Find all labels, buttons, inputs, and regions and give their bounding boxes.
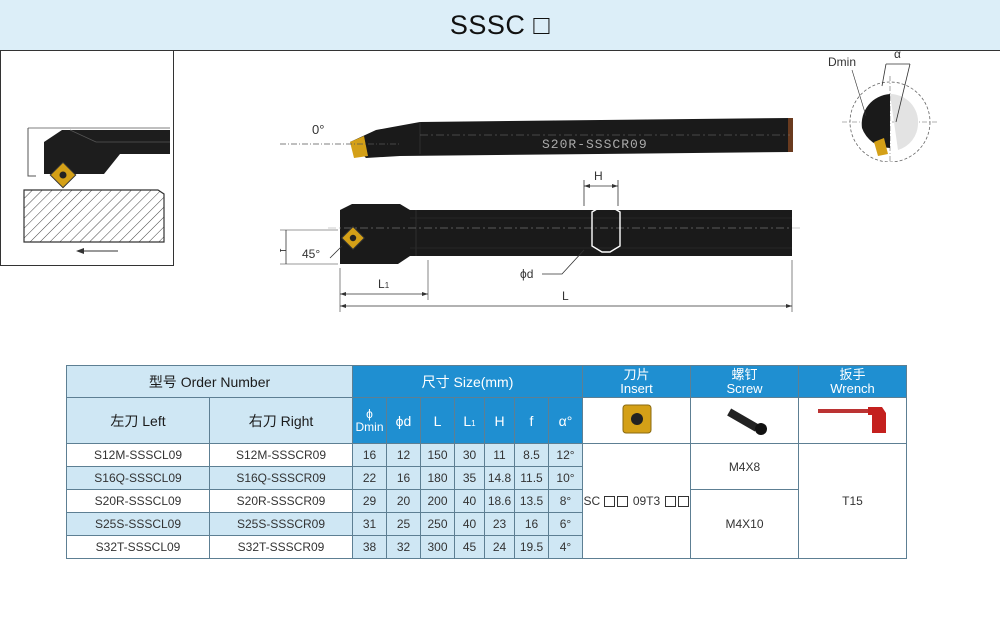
order-left: S25S-SSSCL09 bbox=[66, 512, 210, 536]
cell-dmin: 16 bbox=[352, 443, 387, 467]
H-label: H bbox=[594, 169, 603, 183]
cell-alpha: 4° bbox=[548, 535, 583, 559]
insert-code: SC 09T3 bbox=[582, 443, 691, 559]
left-header: 左刀 Left bbox=[66, 397, 210, 444]
cell-H: 11 bbox=[484, 443, 515, 467]
cell-alpha: 12° bbox=[548, 443, 583, 467]
cell-f: 11.5 bbox=[514, 466, 549, 490]
order-left: S12M-SSSCL09 bbox=[66, 443, 210, 467]
cell-H: 23 bbox=[484, 512, 515, 536]
cell-f: 19.5 bbox=[514, 535, 549, 559]
cell-f: 16 bbox=[514, 512, 549, 536]
order-right: S16Q-SSSCR09 bbox=[209, 466, 353, 490]
col-L1: L1 bbox=[454, 397, 485, 444]
wrench-code: T15 bbox=[798, 443, 907, 559]
order-right: S32T-SSSCR09 bbox=[209, 535, 353, 559]
order-right: S12M-SSSCR09 bbox=[209, 443, 353, 467]
alpha-label: α bbox=[894, 47, 901, 61]
L-label: L bbox=[562, 289, 569, 303]
cell-L1: 30 bbox=[454, 443, 485, 467]
order-right: S25S-SSSCR09 bbox=[209, 512, 353, 536]
order-left: S16Q-SSSCL09 bbox=[66, 466, 210, 490]
cell-H: 24 bbox=[484, 535, 515, 559]
cell-alpha: 8° bbox=[548, 489, 583, 513]
order-left: S20R-SSSCL09 bbox=[66, 489, 210, 513]
wrench-image bbox=[798, 397, 907, 444]
right-header: 右刀 Right bbox=[209, 397, 353, 444]
bar-marking: S20R-SSSCR09 bbox=[542, 137, 648, 152]
dmin-label: Dmin bbox=[828, 55, 856, 69]
cell-L1: 35 bbox=[454, 466, 485, 490]
cell-L: 150 bbox=[420, 443, 455, 467]
boring-bar-top bbox=[350, 118, 790, 158]
order-right: S20R-SSSCR09 bbox=[209, 489, 353, 513]
cell-dmin: 29 bbox=[352, 489, 387, 513]
model-header: 型号 Order Number bbox=[66, 365, 353, 398]
col-phid: ϕd bbox=[386, 397, 421, 444]
table-row: S20R-SSSCL09 S20R-SSSCR09 29 20 200 40 1… bbox=[66, 489, 907, 559]
series-title: SSSC □ bbox=[0, 0, 1000, 51]
cell-f: 8.5 bbox=[514, 443, 549, 467]
cell-dmin: 38 bbox=[352, 535, 387, 559]
insert-image bbox=[582, 397, 691, 444]
cell-d: 25 bbox=[386, 512, 421, 536]
screw-image bbox=[690, 397, 799, 444]
cell-H: 14.8 bbox=[484, 466, 515, 490]
cell-f: 13.5 bbox=[514, 489, 549, 513]
cell-d: 32 bbox=[386, 535, 421, 559]
cell-L: 300 bbox=[420, 535, 455, 559]
end-view-drawing: α Dmin bbox=[828, 47, 938, 162]
L1-label: L1 bbox=[378, 277, 390, 291]
col-f: f bbox=[514, 397, 549, 444]
cell-d: 16 bbox=[386, 466, 421, 490]
size-header: 尺寸 Size(mm) bbox=[352, 365, 583, 398]
col-alpha: α° bbox=[548, 397, 583, 444]
cell-L1: 40 bbox=[454, 512, 485, 536]
boring-bar-front bbox=[340, 204, 792, 264]
cell-L1: 40 bbox=[454, 489, 485, 513]
col-H: H bbox=[484, 397, 515, 444]
cell-H: 18.6 bbox=[484, 489, 515, 513]
screw-1: M4X8 bbox=[690, 443, 799, 490]
angle-0-label: 0° bbox=[312, 122, 324, 137]
table-row: S12M-SSSCL09 S12M-SSSCR09 16 12 150 30 1… bbox=[66, 443, 907, 559]
cell-L: 200 bbox=[420, 489, 455, 513]
angle-45-label: 45° bbox=[302, 247, 320, 261]
cell-L1: 45 bbox=[454, 535, 485, 559]
f-label: f bbox=[280, 248, 289, 252]
cell-dmin: 31 bbox=[352, 512, 387, 536]
cell-dmin: 22 bbox=[352, 466, 387, 490]
cell-d: 12 bbox=[386, 443, 421, 467]
title-panel: SSSC □ bbox=[0, 0, 1000, 266]
order-left: S32T-SSSCL09 bbox=[66, 535, 210, 559]
col-L: L bbox=[420, 397, 455, 444]
screw-2: M4X10 bbox=[690, 489, 799, 559]
cell-alpha: 10° bbox=[548, 466, 583, 490]
tool-drawing: S20R-SSSCR09 0° H ϕd f 45° L1 L bbox=[280, 118, 800, 312]
cell-L: 250 bbox=[420, 512, 455, 536]
phid-label: ϕd bbox=[520, 267, 533, 281]
cell-alpha: 6° bbox=[548, 512, 583, 536]
flat-section bbox=[591, 205, 621, 253]
cell-L: 180 bbox=[420, 466, 455, 490]
section-drawing bbox=[23, 127, 170, 254]
cell-d: 20 bbox=[386, 489, 421, 513]
insert-top bbox=[350, 136, 368, 158]
